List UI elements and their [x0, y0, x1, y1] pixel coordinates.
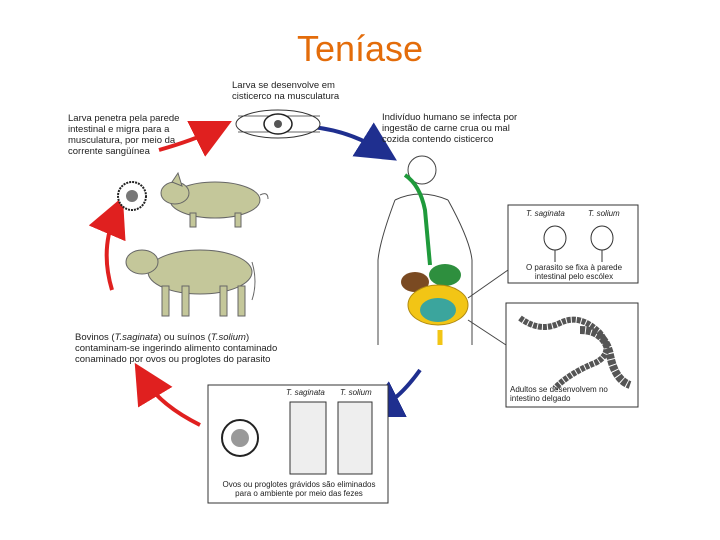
label-adults: Adultos se desenvolvem no intestino delg… [510, 385, 635, 403]
label-livestock-infection: Bovinos (T.saginata) ou suínos (T.solium… [75, 332, 295, 365]
cow-icon [126, 250, 255, 316]
eggs-species-saginata: T. saginata [286, 388, 325, 397]
scolex-species-solium: T. solium [588, 209, 620, 218]
label-cysticercus: Larva se desenvolve em cisticerco na mus… [232, 80, 357, 102]
eggs-species-solium: T. solium [340, 388, 372, 397]
arrow-left-side [107, 215, 115, 290]
scolex-panel [468, 205, 638, 298]
arrow-bottom-left [145, 380, 200, 425]
oncosphere-icon [118, 182, 146, 210]
label-human-infection: Indivíduo humano se infecta por ingestão… [382, 112, 537, 145]
scolex-species-saginata: T. saginata [526, 209, 565, 218]
label-scolex: O parasito se fixa à parede intestinal p… [512, 263, 636, 281]
pig-icon [161, 173, 268, 227]
human-body [378, 156, 472, 345]
label-larva-migration: Larva penetra pela parede intestinal e m… [68, 113, 200, 157]
muscle-cysticercus [236, 110, 320, 138]
label-eggs: Ovos ou proglotes grávidos são eliminado… [214, 480, 384, 498]
